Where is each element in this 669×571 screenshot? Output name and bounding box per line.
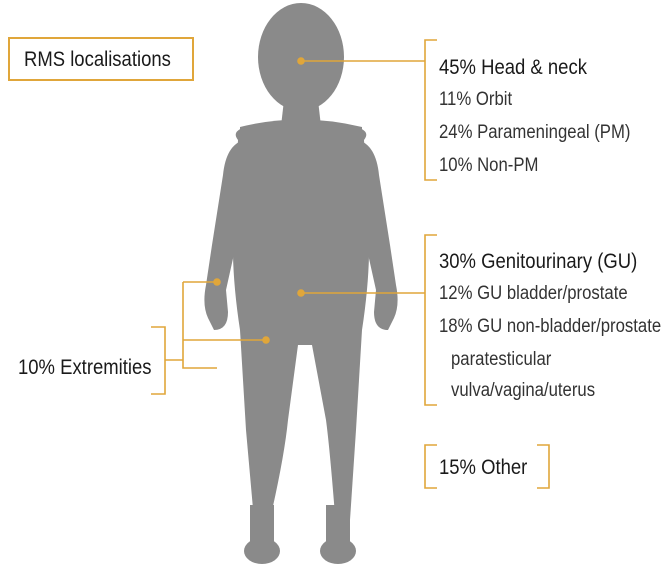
gu-item-bladder: 12% GU bladder/prostate: [439, 284, 628, 303]
gu-item-vulva: vulva/vagina/uterus: [451, 381, 595, 400]
other-bracket: [425, 445, 437, 488]
head-neck-item-pm: 24% Parameningeal (PM): [439, 123, 630, 142]
child-silhouette: [204, 3, 397, 564]
extremities-heading: 10% Extremities: [18, 357, 152, 378]
other-bracket-right: [537, 445, 549, 488]
gu-item-paratesticular: paratesticular: [451, 350, 551, 369]
leg-dot: [262, 336, 270, 344]
diagram-title: RMS localisations: [24, 49, 171, 70]
head-neck-heading: 45% Head & neck: [439, 57, 587, 78]
gu-heading: 30% Genitourinary (GU): [439, 251, 637, 272]
extremities-label-bracket: [151, 327, 165, 394]
arm-dot: [213, 278, 221, 286]
gu-dot: [297, 289, 305, 297]
head-dot: [297, 57, 305, 65]
other-heading: 15% Other: [439, 457, 527, 478]
head-neck-item-nonpm: 10% Non-PM: [439, 156, 538, 175]
head-neck-item-orbit: 11% Orbit: [439, 90, 512, 109]
gu-bracket: [425, 235, 437, 405]
gu-item-non-bladder: 18% GU non-bladder/prostate: [439, 317, 661, 336]
head-neck-bracket: [425, 40, 437, 180]
